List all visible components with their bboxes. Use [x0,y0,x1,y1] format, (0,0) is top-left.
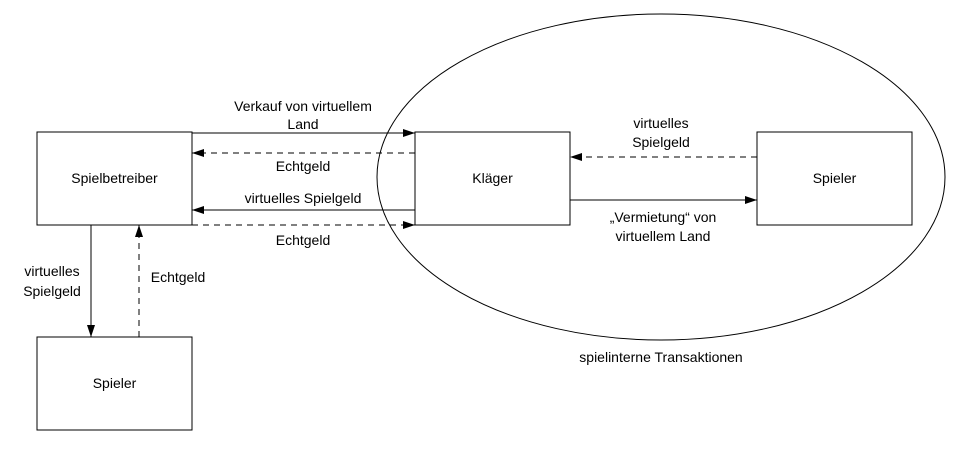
player-right-label: Spieler [813,170,857,186]
rent-label-2: virtuellem Land [616,228,711,244]
down-virtual-label-2: Spielgeld [23,283,81,299]
right-virtual-label-1: virtuelles [633,115,688,131]
plaintiff-box: Kläger [414,131,571,226]
operator-label: Spielbetreiber [71,170,158,186]
ingame-caption: spielinterne Transaktionen [579,349,742,365]
sale-label-1: Verkauf von virtuellem [234,98,372,114]
real-money-label-2: Echtgeld [276,232,330,248]
sale-label-2: Land [287,116,318,132]
player-bottom-box: Spieler [36,336,193,431]
player-right-box: Spieler [756,131,913,226]
real-money-label-1: Echtgeld [276,158,330,174]
down-virtual-label-1: virtuelles [24,263,79,279]
up-real-label: Echtgeld [151,269,205,285]
right-virtual-label-2: Spielgeld [632,134,690,150]
rent-label-1: „Vermietung“ von [610,209,717,225]
virtual-money-label: virtuelles Spielgeld [245,190,362,206]
operator-box: Spielbetreiber [36,131,193,226]
player-bottom-label: Spieler [93,375,137,391]
plaintiff-label: Kläger [472,170,513,186]
ingame-ellipse [376,13,946,341]
